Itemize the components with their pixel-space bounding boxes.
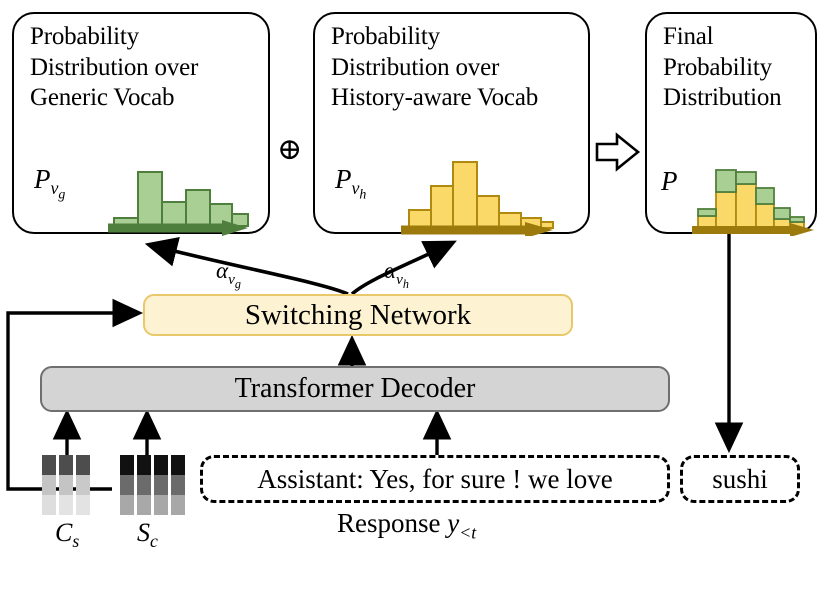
switching-network-label: Switching Network — [244, 298, 472, 331]
alpha-vh-symbol: α — [384, 258, 397, 283]
final-distribution-box: Final Probability Distribution P — [645, 12, 817, 236]
history-prob-letter: P — [335, 164, 352, 194]
history-vocab-box: Probability Distribution over History-aw… — [313, 12, 590, 236]
final-distribution-title: Final Probability Distribution — [663, 23, 782, 111]
transformer-decoder-label: Transformer Decoder — [234, 373, 476, 404]
generic-axis-arrow — [108, 220, 248, 236]
output-token-text: sushi — [712, 463, 768, 494]
alpha-vg-subsub: g — [234, 276, 241, 291]
history-vocab-histogram — [401, 161, 554, 236]
response-caption: Response y<t — [337, 508, 476, 543]
style-embedding-sub: c — [150, 531, 158, 552]
response-caption-sub: <t — [459, 522, 477, 543]
output-token-box[interactable]: sushi — [680, 455, 800, 503]
response-text-box[interactable]: Assistant: Yes, for sure ! we love — [200, 455, 670, 503]
generic-prob-letter: P — [34, 164, 51, 194]
embedding-column — [59, 455, 73, 515]
circled-plus-icon: ⊕ — [277, 133, 303, 166]
history-prob-subsub: h — [359, 187, 367, 203]
alpha-vh-subsub: h — [402, 276, 409, 291]
response-text: Assistant: Yes, for sure ! we love — [257, 463, 613, 494]
generic-prob-symbol: Pvg — [34, 164, 65, 204]
generic-prob-sub: v — [50, 178, 59, 199]
arrow-alpha-vg — [144, 237, 349, 296]
response-caption-prefix: Response — [337, 508, 448, 538]
alpha-vg-label: αvg — [216, 258, 241, 292]
alpha-vh-label: αvh — [384, 258, 409, 292]
style-embedding-label: Sc — [137, 518, 158, 552]
style-embedding-blocks — [120, 455, 185, 515]
context-embedding-label: Cs — [55, 518, 79, 552]
embedding-column — [76, 455, 90, 515]
final-prob-symbol: P — [661, 166, 678, 196]
transformer-decoder-box[interactable]: Transformer Decoder — [40, 366, 670, 412]
final-distribution-histogram — [692, 169, 814, 236]
generic-vocab-histogram — [108, 171, 249, 236]
history-vocab-title: Probability Distribution over History-aw… — [331, 23, 539, 111]
style-embedding-letter: S — [137, 518, 150, 547]
embedding-column — [171, 455, 185, 515]
generic-vocab-title: Probability Distribution over Generic Vo… — [30, 23, 199, 111]
history-axis-arrow — [401, 222, 553, 236]
context-embedding-sub: s — [72, 531, 80, 552]
alpha-vg-sub: v — [228, 270, 235, 288]
final-axis-arrow — [692, 223, 814, 236]
embedding-column — [137, 455, 151, 515]
alpha-vg-symbol: α — [216, 258, 229, 283]
generic-vocab-box: Probability Distribution over Generic Vo… — [12, 12, 270, 236]
generic-prob-subsub: g — [58, 187, 66, 203]
context-embedding-letter: C — [55, 518, 73, 547]
embedding-column — [120, 455, 134, 515]
alpha-vh-sub: v — [396, 270, 403, 288]
embedding-column — [42, 455, 56, 515]
context-embedding-blocks — [42, 455, 90, 515]
response-caption-var: y — [447, 508, 460, 538]
history-prob-symbol: Pvh — [335, 164, 366, 204]
block-arrow-right-icon — [595, 132, 641, 172]
embedding-column — [154, 455, 168, 515]
switching-network-box[interactable]: Switching Network — [143, 294, 573, 336]
history-prob-sub: v — [351, 178, 360, 199]
